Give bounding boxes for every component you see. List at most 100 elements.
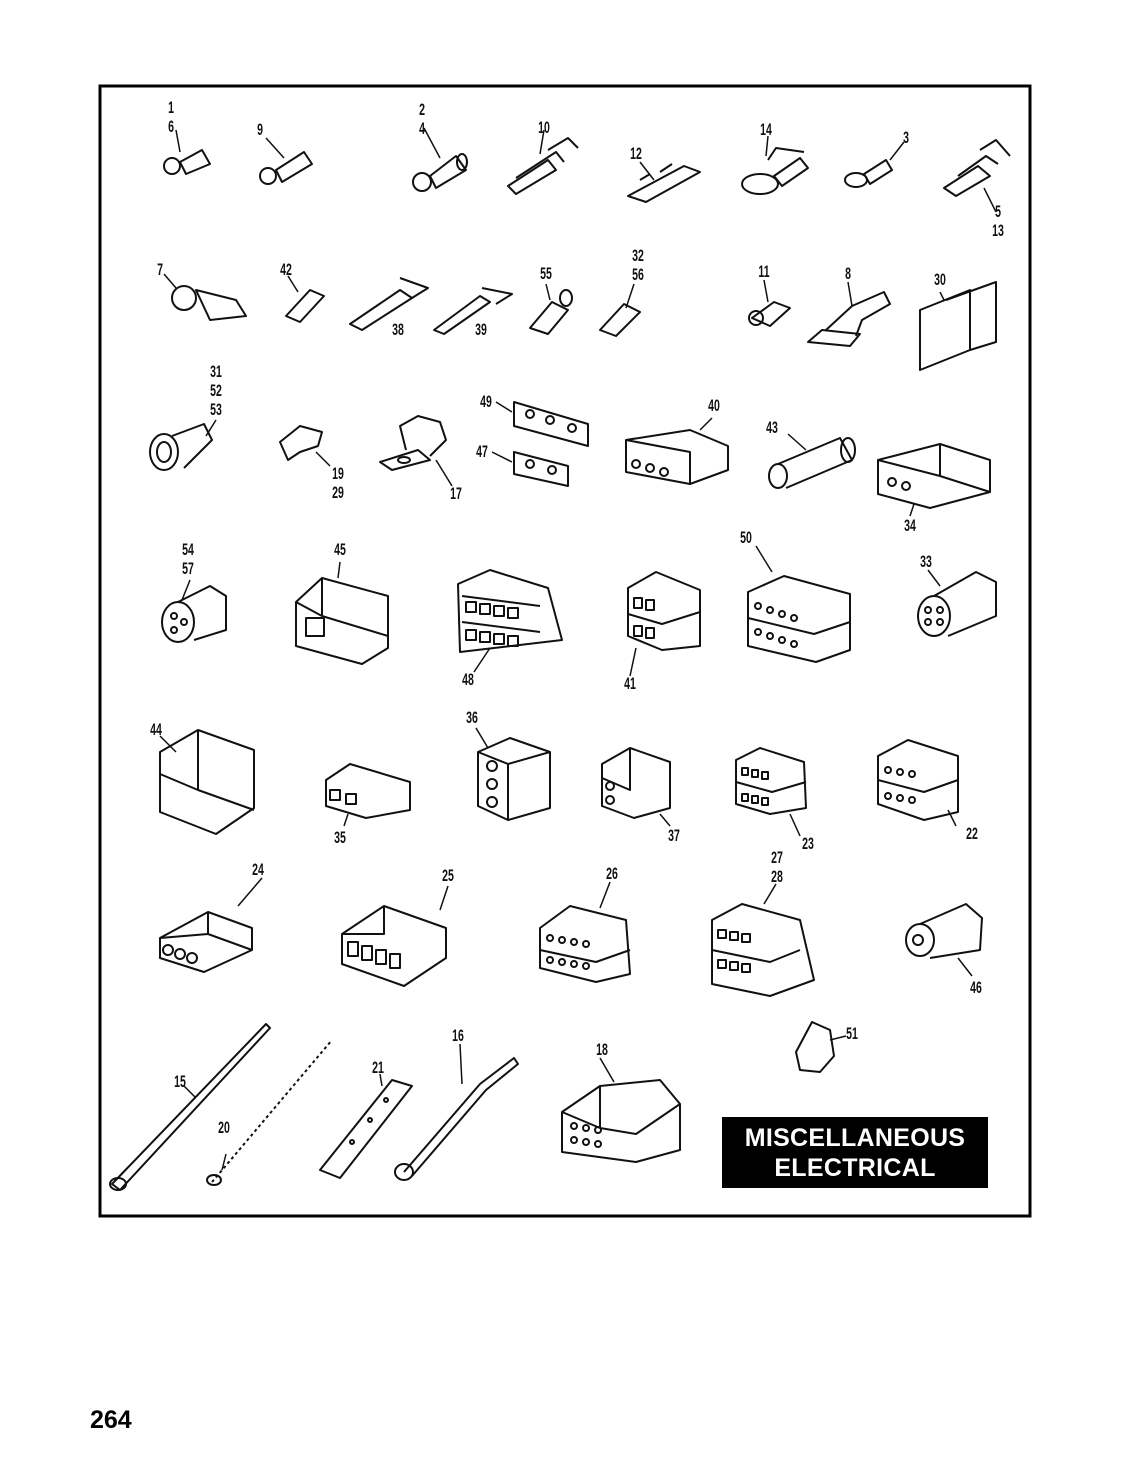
- part-label-49: 49: [480, 392, 492, 411]
- illustration-frame: [98, 84, 1032, 1218]
- part-label-17: 17: [450, 484, 462, 503]
- connector-35-drawing: [325, 763, 411, 819]
- part-label-14: 14: [760, 120, 772, 139]
- cable-tie-15-drawing: [109, 1023, 271, 1191]
- part-label-24: 24: [252, 860, 264, 879]
- part-label-15: 15: [174, 1072, 186, 1091]
- part-label-40: 40: [708, 396, 720, 415]
- part-label-42: 42: [280, 260, 292, 279]
- section-title-line-1: MISCELLANEOUS: [744, 1123, 966, 1152]
- part-label-36: 36: [466, 708, 478, 727]
- connector-33-drawing: [917, 571, 997, 637]
- part-label-27-28: 27 28: [771, 848, 783, 886]
- ring-terminal-2-4-drawing: [412, 153, 468, 192]
- part-label-20: 20: [218, 1118, 230, 1137]
- part-label-37: 37: [668, 826, 680, 845]
- terminal-11-drawing: [748, 301, 791, 327]
- part-label-10: 10: [538, 118, 550, 137]
- part-label-41: 41: [624, 674, 636, 693]
- part-label-43: 43: [766, 418, 778, 437]
- part-label-7: 7: [157, 260, 163, 279]
- part-label-51: 51: [846, 1024, 858, 1043]
- part-label-1-6: 1 6: [168, 98, 174, 136]
- terminal-39-drawing: [433, 287, 513, 335]
- part-label-9: 9: [257, 120, 263, 139]
- part-label-2-4: 2 4: [419, 100, 425, 138]
- part-label-34: 34: [904, 516, 916, 535]
- part-label-47: 47: [476, 442, 488, 461]
- ring-terminal-9-drawing: [259, 151, 313, 185]
- connector-24-drawing: [159, 911, 253, 973]
- connector-44-drawing: [159, 729, 255, 835]
- connector-23-drawing: [735, 747, 807, 815]
- connector-54-57-drawing: [161, 585, 227, 643]
- plate-47-drawing: [513, 451, 569, 487]
- connector-22-drawing: [877, 739, 959, 821]
- part-label-25: 25: [442, 866, 454, 885]
- leader-lines: [159, 127, 997, 1171]
- part-label-26: 26: [606, 864, 618, 883]
- clip-19-29-drawing: [279, 425, 323, 461]
- terminal-32-56-drawing: [599, 303, 641, 337]
- ring-terminal-3-drawing: [844, 159, 893, 188]
- part-label-30: 30: [934, 270, 946, 289]
- socket-46-drawing: [905, 903, 983, 959]
- part-label-48: 48: [462, 670, 474, 689]
- part-label-44: 44: [150, 720, 162, 739]
- part-label-22: 22: [966, 824, 978, 843]
- page-number: 264: [90, 1406, 132, 1434]
- connector-41-drawing: [627, 571, 701, 651]
- spade-terminal-5-13-drawing: [943, 139, 1011, 197]
- connector-37-drawing: [601, 747, 671, 819]
- connector-27-28-drawing: [711, 903, 815, 997]
- part-label-5-13: 5 13: [992, 202, 1004, 240]
- terminal-7-drawing: [171, 285, 247, 321]
- connector-43-drawing: [768, 437, 856, 489]
- ring-terminal-14-drawing: [741, 147, 809, 195]
- part-label-55: 55: [540, 264, 552, 283]
- terminal-38-drawing: [349, 277, 429, 331]
- part-label-38: 38: [392, 320, 404, 339]
- clamp-17-drawing: [379, 415, 447, 471]
- part-label-45: 45: [334, 540, 346, 559]
- ring-terminal-1-6-drawing: [163, 149, 211, 175]
- terminal-8-drawing: [807, 291, 891, 347]
- part-label-11: 11: [758, 262, 770, 281]
- part-label-8: 8: [845, 264, 851, 283]
- part-label-39: 39: [475, 320, 487, 339]
- terminal-42-drawing: [285, 289, 325, 323]
- bead-tie-20-drawing: [206, 1039, 333, 1186]
- connector-36-drawing: [477, 737, 551, 821]
- connector-34-drawing: [877, 443, 991, 509]
- part-label-35: 35: [334, 828, 346, 847]
- clip-51-drawing: [795, 1021, 835, 1073]
- part-label-54-57: 54 57: [182, 540, 194, 578]
- connector-26-drawing: [539, 905, 631, 983]
- strap-21-drawing: [319, 1079, 413, 1179]
- part-label-21: 21: [372, 1058, 384, 1077]
- cable-tie-16-drawing: [394, 1057, 519, 1181]
- connector-50-drawing: [747, 575, 851, 663]
- part-label-31-52-53: 31 52 53: [210, 362, 222, 419]
- terminal-12-drawing: [627, 163, 701, 203]
- connector-48-drawing: [457, 569, 563, 653]
- connector-45-drawing: [295, 577, 389, 665]
- part-label-32-56: 32 56: [632, 246, 644, 284]
- spade-terminal-10-drawing: [507, 137, 579, 195]
- section-title-line-2: ELECTRICAL: [774, 1153, 936, 1182]
- connector-18-drawing: [561, 1079, 681, 1163]
- part-label-23: 23: [802, 834, 814, 853]
- part-label-16: 16: [452, 1026, 464, 1045]
- part-label-12: 12: [630, 144, 642, 163]
- part-label-3: 3: [903, 128, 909, 147]
- plate-49-drawing: [513, 401, 589, 447]
- terminal-30-drawing: [919, 281, 997, 371]
- connector-25-drawing: [341, 905, 447, 987]
- connector-40-drawing: [625, 429, 729, 485]
- part-label-50: 50: [740, 528, 752, 547]
- terminal-55-drawing: [529, 289, 573, 335]
- part-label-18: 18: [596, 1040, 608, 1059]
- part-label-46: 46: [970, 978, 982, 997]
- section-title-badge: MISCELLANEOUS ELECTRICAL: [722, 1117, 988, 1188]
